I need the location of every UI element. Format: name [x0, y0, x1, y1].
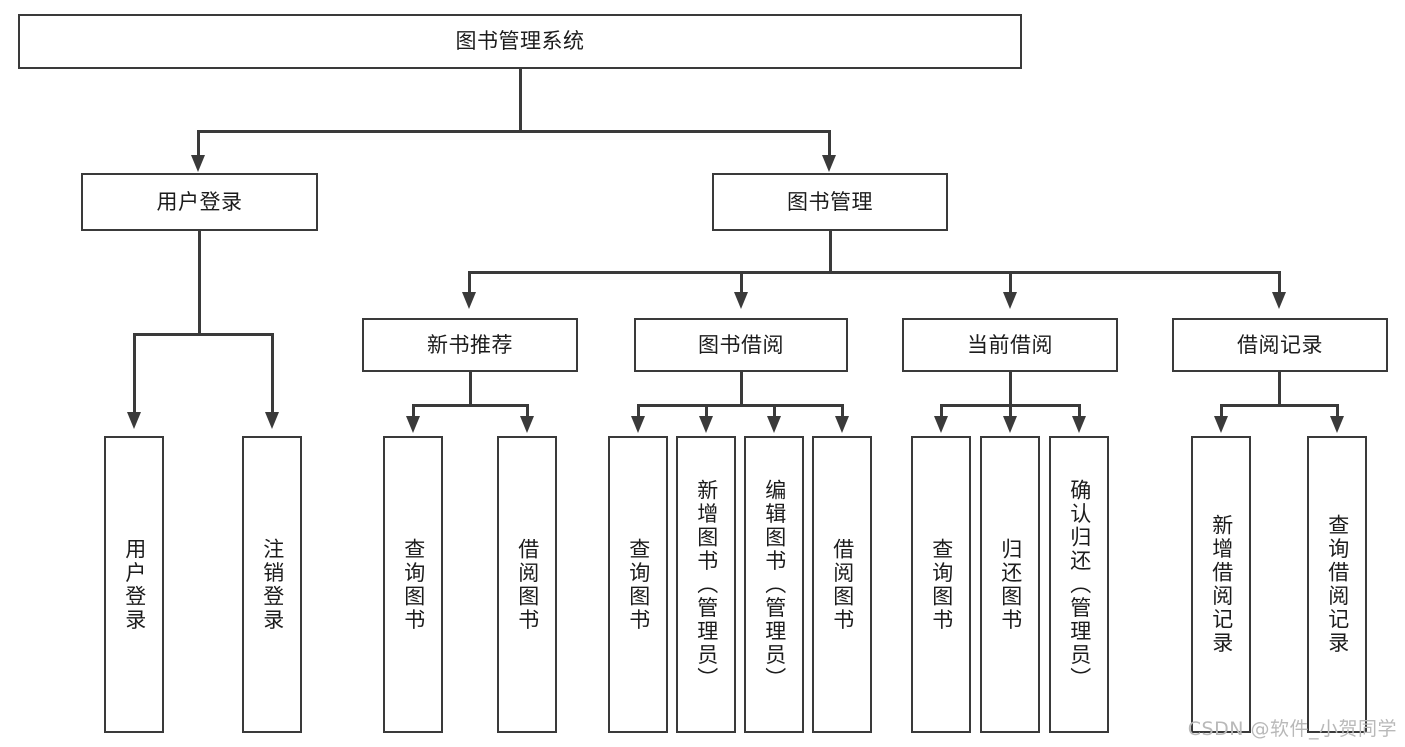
- leaf-user-login-logout-label: 注销登录: [260, 537, 285, 632]
- connector-root-to-book-manage: [828, 130, 831, 156]
- connector-user-login-stem: [198, 231, 201, 335]
- node-new-book-recommend[interactable]: 新书推荐: [362, 318, 578, 372]
- leaf-new-book-query-label: 查询图书: [401, 537, 426, 632]
- arrowhead-bb-to-leaf-3: [767, 416, 781, 433]
- leaf-new-book-query[interactable]: 查询图书: [383, 436, 443, 733]
- node-borrow-record-label: 借阅记录: [1237, 332, 1323, 357]
- connector-book-management-stem: [829, 231, 832, 273]
- node-book-management-label: 图书管理: [787, 189, 873, 214]
- leaf-book-borrow-query-label: 查询图书: [626, 537, 651, 632]
- arrowhead-user-login-to-leaf-2: [265, 412, 279, 429]
- connector-bm-to-current-borrow: [1009, 271, 1012, 293]
- arrowhead-bm-to-book-borrow: [734, 292, 748, 309]
- leaf-current-borrow-confirm-label: 确认归还（管理员）: [1067, 478, 1092, 691]
- arrowhead-bb-to-leaf-1: [631, 416, 645, 433]
- connector-new-book-to-leaf-2: [526, 404, 529, 417]
- arrowhead-new-book-to-leaf-2: [520, 416, 534, 433]
- node-user-login-label: 用户登录: [156, 189, 243, 214]
- watermark-text: CSDN @软件_小贺同学: [1187, 718, 1397, 740]
- connector-cb-to-leaf-2: [1009, 404, 1012, 417]
- leaf-current-borrow-query[interactable]: 查询图书: [911, 436, 971, 733]
- node-new-book-recommend-label: 新书推荐: [427, 332, 513, 357]
- connector-bm-to-borrow-record: [1278, 271, 1281, 293]
- connector-root-bus: [197, 130, 831, 133]
- connector-bb-to-leaf-1: [637, 404, 640, 417]
- arrowhead-user-login-to-leaf-1: [127, 412, 141, 429]
- arrowhead-cb-to-leaf-2: [1003, 416, 1017, 433]
- leaf-current-borrow-query-label: 查询图书: [929, 537, 954, 632]
- leaf-book-borrow-edit[interactable]: 编辑图书（管理员）: [744, 436, 804, 733]
- leaf-borrow-record-add-label: 新增借阅记录: [1209, 514, 1234, 655]
- arrowhead-bm-to-new-book: [462, 292, 476, 309]
- connector-new-book-to-leaf-1: [412, 404, 415, 417]
- leaf-borrow-record-add[interactable]: 新增借阅记录: [1191, 436, 1251, 733]
- leaf-book-borrow-borrow-label: 借阅图书: [830, 537, 855, 632]
- leaf-current-borrow-return-label: 归还图书: [998, 537, 1023, 632]
- connector-new-book-stem: [469, 372, 472, 406]
- connector-cb-to-leaf-1: [940, 404, 943, 417]
- connector-new-book-bus: [412, 404, 528, 407]
- leaf-borrow-record-query[interactable]: 查询借阅记录: [1307, 436, 1367, 733]
- leaf-new-book-borrow-label: 借阅图书: [515, 537, 540, 632]
- arrowhead-bm-to-current-borrow: [1003, 292, 1017, 309]
- connector-borrow-record-bus: [1220, 404, 1338, 407]
- connector-user-login-to-leaf-2: [271, 333, 274, 413]
- connector-bb-to-leaf-3: [773, 404, 776, 417]
- node-current-borrow[interactable]: 当前借阅: [902, 318, 1118, 372]
- leaf-user-login-login-label: 用户登录: [122, 537, 147, 632]
- leaf-new-book-borrow[interactable]: 借阅图书: [497, 436, 557, 733]
- arrowhead-bm-to-borrow-record: [1272, 292, 1286, 309]
- arrowhead-root-to-book-manage: [822, 155, 836, 172]
- arrowhead-bb-to-leaf-2: [699, 416, 713, 433]
- connector-bm-to-book-borrow: [740, 271, 743, 293]
- arrowhead-cb-to-leaf-3: [1072, 416, 1086, 433]
- connector-user-login-to-leaf-1: [133, 333, 136, 413]
- connector-bb-to-leaf-4: [841, 404, 844, 417]
- connector-br-to-leaf-1: [1220, 404, 1223, 417]
- connector-root-to-user-login: [197, 130, 200, 156]
- connector-br-to-leaf-2: [1336, 404, 1339, 417]
- leaf-book-borrow-borrow[interactable]: 借阅图书: [812, 436, 872, 733]
- connector-user-login-bus: [133, 333, 274, 336]
- connector-cb-to-leaf-3: [1078, 404, 1081, 417]
- connector-root-stem: [519, 69, 522, 131]
- leaf-book-borrow-add[interactable]: 新增图书（管理员）: [676, 436, 736, 733]
- leaf-current-borrow-return[interactable]: 归还图书: [980, 436, 1040, 733]
- leaf-book-borrow-add-label: 新增图书（管理员）: [694, 478, 719, 691]
- node-book-borrow-label: 图书借阅: [698, 332, 784, 357]
- leaf-book-borrow-edit-label: 编辑图书（管理员）: [762, 478, 787, 691]
- node-user-login[interactable]: 用户登录: [81, 173, 318, 231]
- node-root-system-label: 图书管理系统: [455, 29, 585, 54]
- leaf-borrow-record-query-label: 查询借阅记录: [1325, 514, 1350, 655]
- connector-current-borrow-stem: [1009, 372, 1012, 406]
- connector-borrow-record-stem: [1278, 372, 1281, 406]
- node-book-management[interactable]: 图书管理: [712, 173, 948, 231]
- connector-book-borrow-stem: [740, 372, 743, 406]
- connector-book-management-bus: [468, 271, 1280, 274]
- node-root-system[interactable]: 图书管理系统: [18, 14, 1022, 69]
- arrowhead-new-book-to-leaf-1: [406, 416, 420, 433]
- arrowhead-br-to-leaf-2: [1330, 416, 1344, 433]
- connector-book-borrow-bus: [637, 404, 843, 407]
- leaf-book-borrow-query[interactable]: 查询图书: [608, 436, 668, 733]
- leaf-current-borrow-confirm[interactable]: 确认归还（管理员）: [1049, 436, 1109, 733]
- connector-bb-to-leaf-2: [705, 404, 708, 417]
- leaf-user-login-login[interactable]: 用户登录: [104, 436, 164, 733]
- node-borrow-record[interactable]: 借阅记录: [1172, 318, 1388, 372]
- arrowhead-root-to-user-login: [191, 155, 205, 172]
- connector-bm-to-new-book: [468, 271, 471, 293]
- leaf-user-login-logout[interactable]: 注销登录: [242, 436, 302, 733]
- arrowhead-cb-to-leaf-1: [934, 416, 948, 433]
- node-current-borrow-label: 当前借阅: [967, 332, 1053, 357]
- arrowhead-bb-to-leaf-4: [835, 416, 849, 433]
- arrowhead-br-to-leaf-1: [1214, 416, 1228, 433]
- node-book-borrow[interactable]: 图书借阅: [634, 318, 848, 372]
